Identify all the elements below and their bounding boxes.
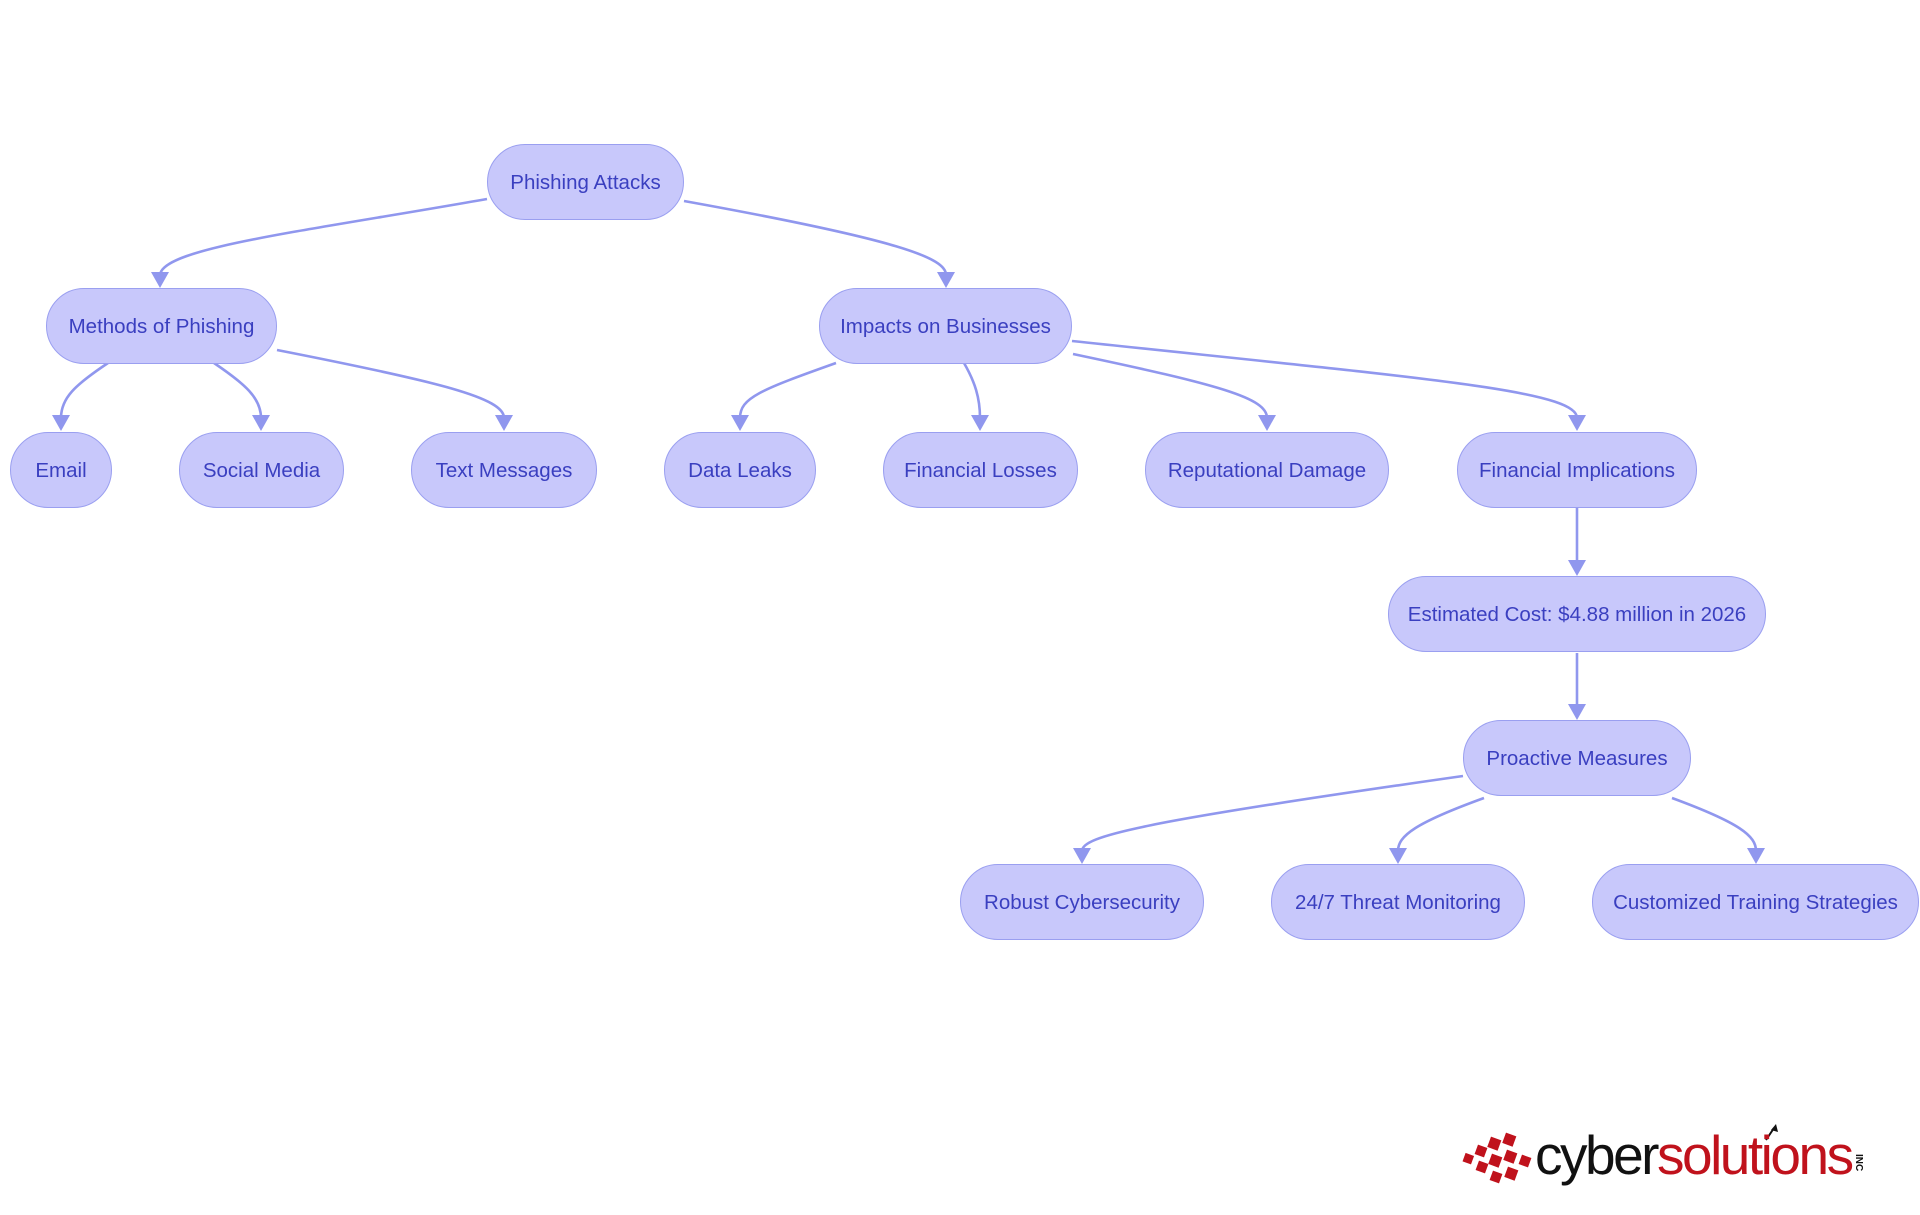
edge-phishing-to-impacts <box>683 199 948 276</box>
logo-wordmark-cyber: cyber <box>1535 1124 1660 1186</box>
edge-phishing-to-methods-arrow <box>151 272 169 288</box>
edge-impacts-to-data-leaks <box>738 361 837 419</box>
edge-methods-to-text-messages <box>276 348 506 419</box>
node-methods-of-phishing: Methods of Phishing <box>46 288 277 364</box>
edge-proactive-to-threat-monitoring <box>1396 796 1485 852</box>
edge-proactive-to-training-strategies-arrow <box>1747 848 1765 864</box>
node-proactive-measures: Proactive Measures <box>1463 720 1691 796</box>
edge-methods-to-email-arrow <box>52 415 70 431</box>
logo-arrow-icon <box>1765 1124 1778 1141</box>
edge-layer <box>52 197 1765 864</box>
edge-impacts-to-financial-implications-arrow <box>1568 415 1586 431</box>
edge-phishing-to-impacts-arrow <box>937 272 955 288</box>
cybersolutions-logo-mark <box>1462 1124 1778 1184</box>
edge-methods-to-social-media <box>213 361 263 419</box>
edge-impacts-to-data-leaks-arrow <box>731 415 749 431</box>
node-impacts-on-businesses: Impacts on Businesses <box>819 288 1072 364</box>
edge-proactive-to-robust-cybersecurity-arrow <box>1073 848 1091 864</box>
edge-methods-to-text-messages-arrow <box>495 415 513 431</box>
logo-pixel-icon <box>1462 1132 1532 1184</box>
edge-estimated-cost-to-proactive-measures-arrow <box>1568 704 1586 720</box>
edge-impacts-to-financial-implications <box>1071 339 1579 419</box>
edge-impacts-to-reputational-damage <box>1072 352 1269 419</box>
node-training-strategies: Customized Training Strategies <box>1592 864 1919 940</box>
edge-proactive-to-threat-monitoring-arrow <box>1389 848 1407 864</box>
node-robust-cybersecurity: Robust Cybersecurity <box>960 864 1204 940</box>
node-threat-monitoring: 24/7 Threat Monitoring <box>1271 864 1525 940</box>
edge-impacts-to-financial-losses-arrow <box>971 415 989 431</box>
edge-phishing-to-methods <box>158 197 488 276</box>
edge-proactive-to-robust-cybersecurity <box>1080 774 1464 852</box>
logo-inc-suffix: INC <box>1853 1154 1864 1172</box>
node-estimated-cost: Estimated Cost: $4.88 million in 2026 <box>1388 576 1766 652</box>
node-data-leaks: Data Leaks <box>664 432 816 508</box>
edge-methods-to-social-media-arrow <box>252 415 270 431</box>
logo-wordmark: cybersolutions <box>1535 1124 1854 1186</box>
node-financial-losses: Financial Losses <box>883 432 1078 508</box>
edge-financial-implications-to-estimated-cost-arrow <box>1568 560 1586 576</box>
edge-proactive-to-training-strategies <box>1671 796 1758 852</box>
node-phishing-attacks: Phishing Attacks <box>487 144 684 220</box>
node-text-messages: Text Messages <box>411 432 597 508</box>
logo-wordmark-solutions: solutions <box>1657 1124 1854 1186</box>
edge-impacts-to-reputational-damage-arrow <box>1258 415 1276 431</box>
node-financial-implications: Financial Implications <box>1457 432 1697 508</box>
node-social-media: Social Media <box>179 432 344 508</box>
node-reputational-damage: Reputational Damage <box>1145 432 1389 508</box>
node-email: Email <box>10 432 112 508</box>
edge-impacts-to-financial-losses <box>962 362 982 419</box>
edge-methods-to-email <box>59 361 109 419</box>
